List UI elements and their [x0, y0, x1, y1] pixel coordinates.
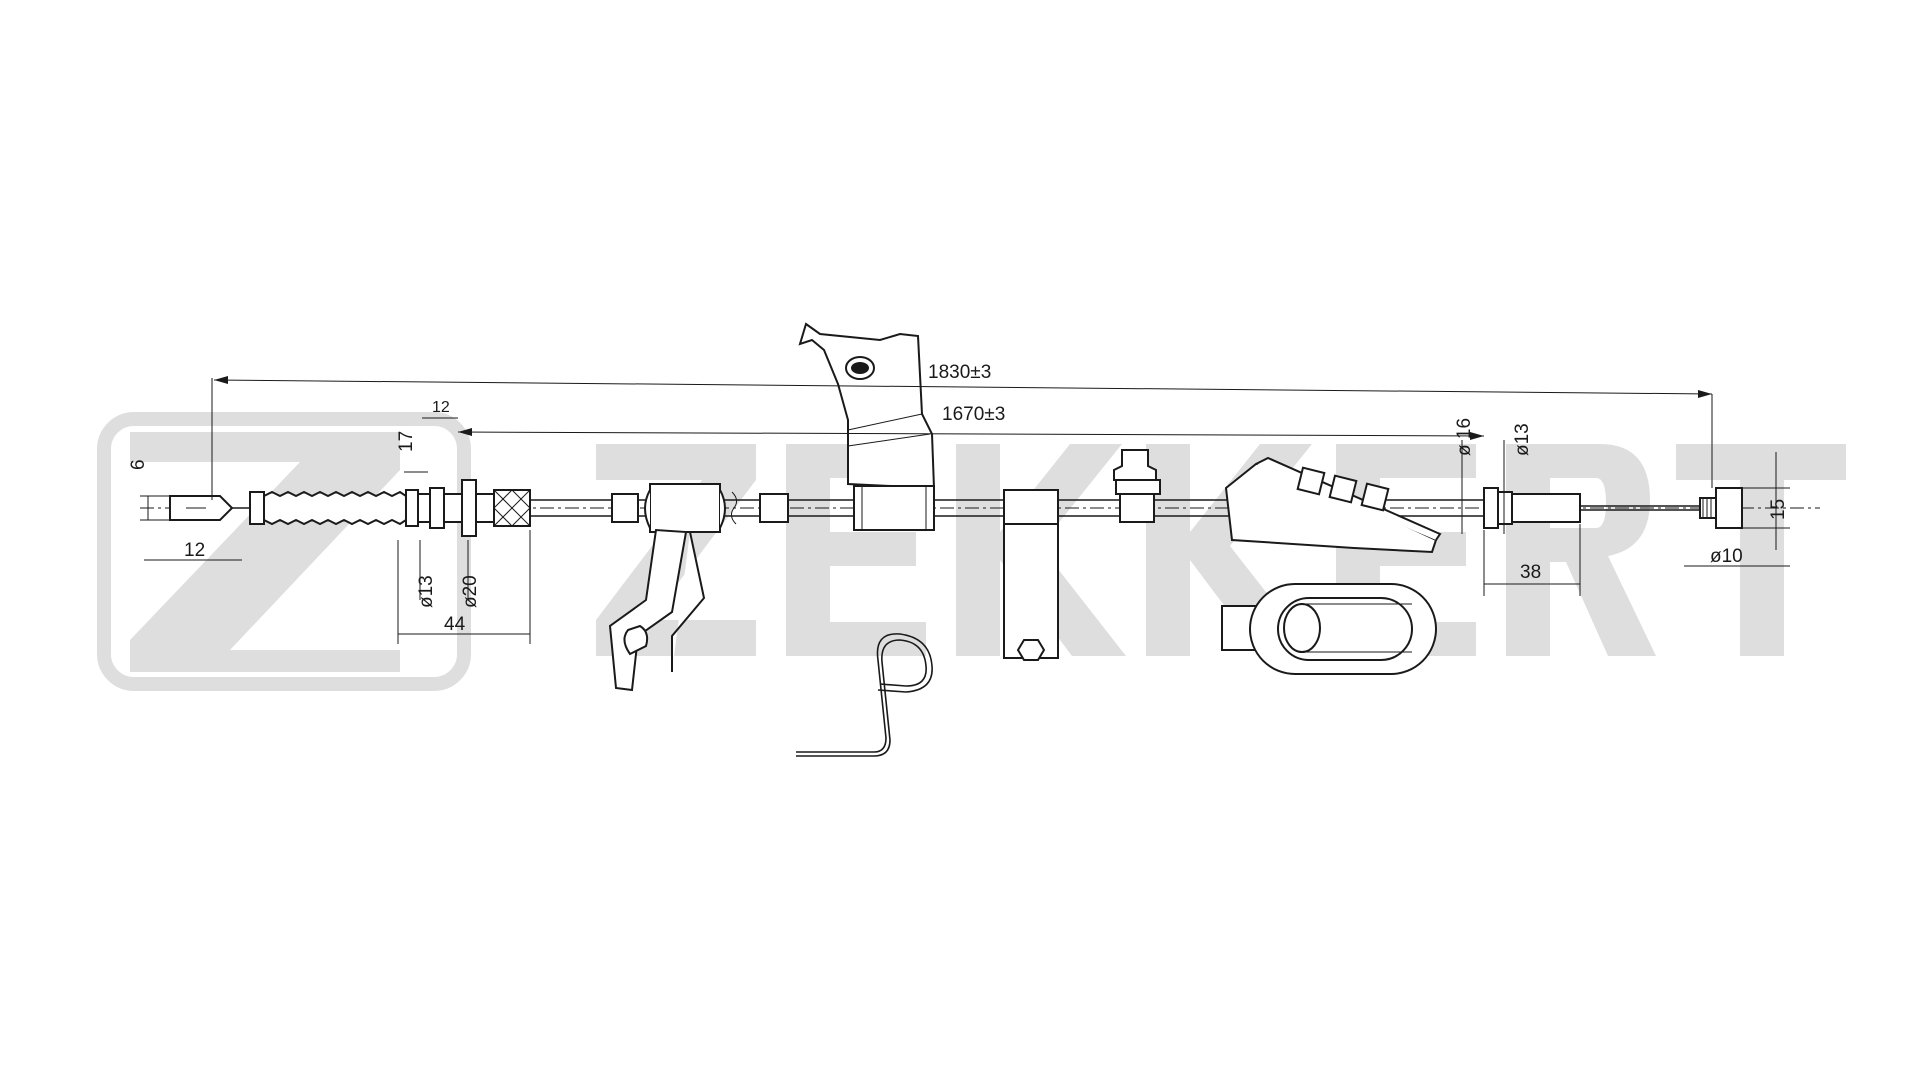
flange-diameter-label: ø20: [460, 575, 481, 608]
end-nipple-height-label: 15: [1768, 499, 1789, 520]
collar-height-label: 17: [396, 431, 417, 452]
brand-logo-mark: [97, 412, 471, 691]
adjuster-fitting: [417, 479, 531, 537]
fitting-length-label: 44: [444, 614, 466, 635]
rubber-grommet: [1224, 456, 1442, 554]
sheath-length-label: 1670±3: [942, 404, 1005, 425]
dimension-labels: 1830±3 1670±3 6 12 12 17 ø13 ø20 44 ø 16…: [128, 362, 1789, 635]
ferrule-length-label: 38: [1520, 562, 1541, 583]
mounting-bracket-angled: [608, 483, 789, 692]
end-nipple-diameter-label: ø10: [1710, 546, 1743, 567]
ferrule-diameter-label: ø13: [1512, 423, 1533, 456]
right-end-fitting: [1483, 487, 1743, 529]
grommet-bottom-view: [1221, 583, 1437, 675]
end-fitting-length-label: 12: [184, 540, 205, 561]
dimension-lines: [140, 376, 1790, 644]
push-clip: [1113, 449, 1161, 523]
ring-diameter-label: ø13: [416, 575, 437, 608]
return-spring: [796, 633, 933, 757]
cable-clamp: [1003, 489, 1059, 661]
brand-watermark: [97, 412, 1846, 691]
end-fitting-height-label: 6: [128, 459, 149, 470]
left-end-fitting: [169, 495, 250, 521]
overall-length-label: 1830±3: [928, 362, 991, 383]
mounting-bracket-tall: [798, 322, 936, 531]
sleeve-diameter-label: ø 16: [1454, 418, 1475, 456]
nipple-length-label: 12: [432, 399, 450, 416]
rubber-boot: [249, 489, 419, 527]
